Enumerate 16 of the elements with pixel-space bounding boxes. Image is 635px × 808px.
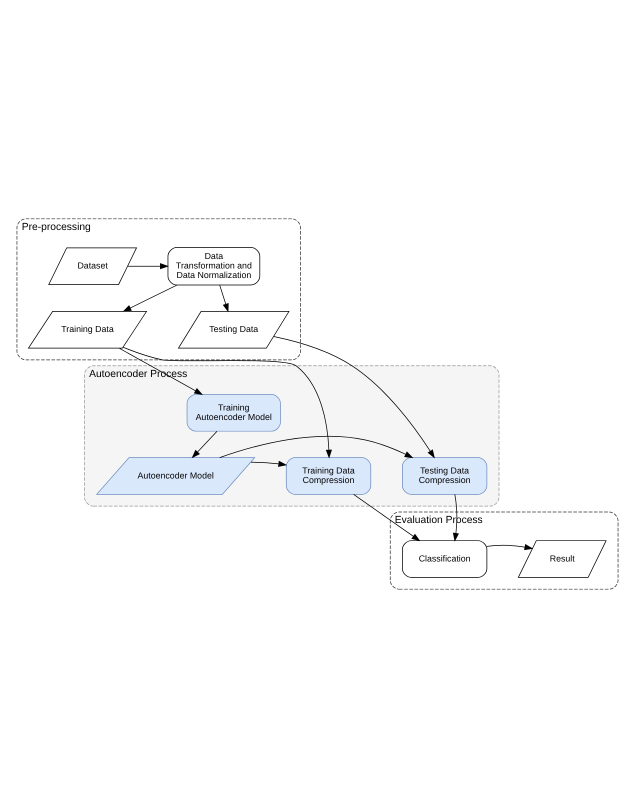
arrow xyxy=(192,431,218,458)
arrow xyxy=(122,284,178,312)
arrow xyxy=(219,284,229,312)
arrow xyxy=(219,436,414,458)
node-box: Testing Data Compression xyxy=(402,457,488,495)
node-box: Training Autoencoder Model xyxy=(186,394,281,432)
node-box: Data Transformation and Data Normalization xyxy=(168,247,260,286)
arrow xyxy=(486,544,534,550)
arrow xyxy=(452,494,459,542)
arrow xyxy=(122,346,332,459)
arrow xyxy=(250,460,288,467)
node-box: Training Data Compression xyxy=(286,457,372,495)
arrow xyxy=(127,263,169,270)
arrow xyxy=(273,336,435,458)
arrow xyxy=(118,348,204,395)
node-box: Classification xyxy=(402,540,488,578)
